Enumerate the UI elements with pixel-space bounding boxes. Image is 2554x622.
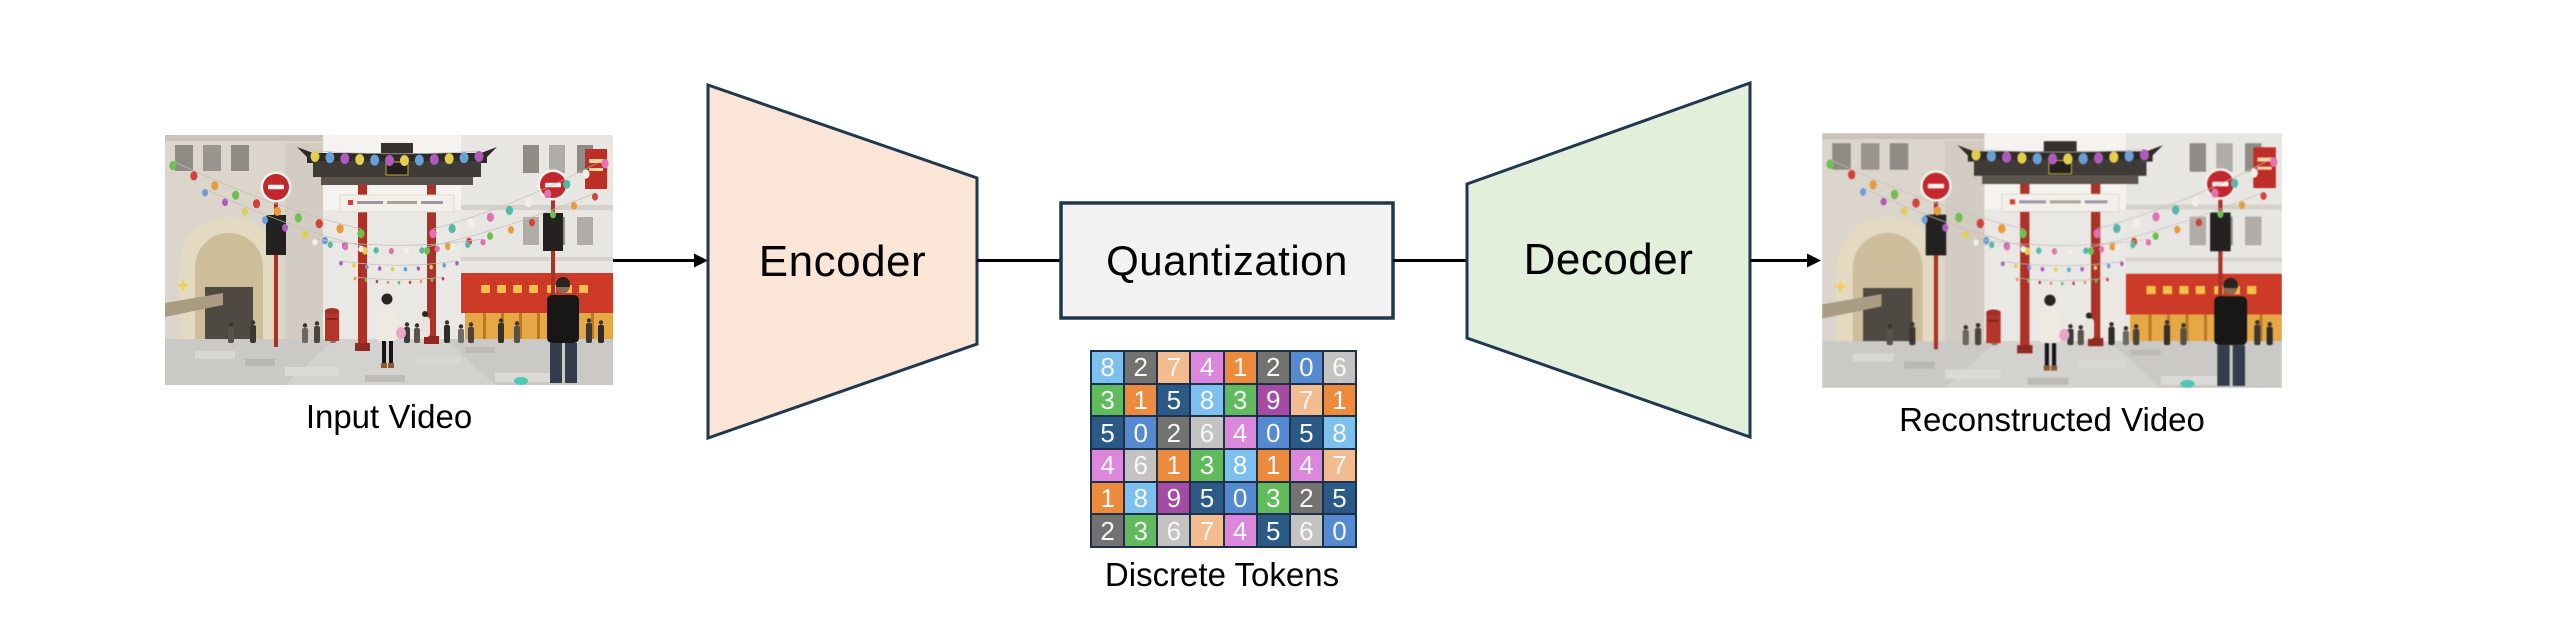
token-cell: 9	[1257, 384, 1289, 416]
token-cell: 7	[1191, 515, 1223, 546]
token-cell: 5	[1191, 482, 1223, 514]
token-cell: 2	[1290, 482, 1322, 514]
token-cell: 4	[1191, 352, 1223, 383]
token-cell: 3	[1092, 384, 1124, 416]
pedestrian-black-jacket	[2180, 277, 2248, 388]
token-cell: 9	[1158, 482, 1190, 514]
token-cell: 6	[1125, 449, 1157, 481]
token-cell: 1	[1158, 449, 1190, 481]
token-cell: 2	[1158, 417, 1190, 448]
token-cell: 3	[1191, 449, 1223, 481]
token-cell: 0	[1257, 417, 1289, 448]
decoder-shape	[1465, 80, 1752, 440]
token-cell: 6	[1158, 515, 1190, 546]
token-cell: 0	[1290, 352, 1322, 383]
token-cell: 6	[1191, 417, 1223, 448]
token-cell: 2	[1092, 515, 1124, 546]
token-cell: 8	[1323, 417, 1355, 448]
token-cell: 7	[1323, 449, 1355, 481]
input-video-thumbnail	[165, 135, 613, 385]
token-cell: 4	[1224, 515, 1256, 546]
discrete-tokens-caption: Discrete Tokens	[1104, 556, 1340, 593]
quantization-label: Quantization	[1106, 236, 1348, 284]
no-entry-sign-left	[1920, 170, 1952, 350]
token-cell: 5	[1290, 417, 1322, 448]
token-cell: 2	[1257, 352, 1289, 383]
no-entry-sign-left	[260, 171, 292, 347]
token-cell: 2	[1125, 352, 1157, 383]
lantern-strings	[1826, 148, 2278, 286]
token-cell: 0	[1125, 417, 1157, 448]
token-cell: 8	[1092, 352, 1124, 383]
token-cell: 1	[1224, 352, 1256, 383]
input-video-scene	[165, 135, 613, 385]
reconstructed-video-caption: Reconstructed Video	[1899, 401, 2205, 438]
input-video-caption: Input Video	[305, 398, 473, 435]
token-cell: 4	[1092, 449, 1124, 481]
token-cell: 6	[1290, 515, 1322, 546]
reconstructed-video-scene	[1822, 133, 2282, 388]
token-cell: 5	[1257, 515, 1289, 546]
token-cell: 0	[1224, 482, 1256, 514]
red-postbox	[1986, 309, 2001, 344]
pedestrian-white-coat	[2039, 294, 2070, 371]
lantern-strings	[169, 150, 609, 285]
token-cell: 4	[1224, 417, 1256, 448]
token-cell: 1	[1323, 384, 1355, 416]
token-cell: 1	[1092, 482, 1124, 514]
encoder-label: Encoder	[758, 236, 927, 286]
reconstructed-video-thumbnail	[1822, 133, 2282, 388]
token-cell: 1	[1257, 449, 1289, 481]
token-cell: 5	[1158, 384, 1190, 416]
token-cell: 8	[1125, 482, 1157, 514]
token-cell: 3	[1125, 515, 1157, 546]
token-cell: 1	[1125, 384, 1157, 416]
red-postbox	[325, 308, 339, 341]
token-cell: 3	[1257, 482, 1289, 514]
token-cell: 0	[1323, 515, 1355, 546]
chinatown-gate	[297, 143, 497, 351]
token-cell: 7	[1158, 352, 1190, 383]
pedestrian-white-coat	[377, 293, 406, 368]
token-cell: 5	[1092, 417, 1124, 448]
pedestrians	[1886, 312, 2273, 346]
token-cell: 8	[1224, 449, 1256, 481]
pedestrian-black-jacket	[514, 277, 579, 385]
token-cell: 5	[1323, 482, 1355, 514]
arrow-decoder-to-output-head	[1807, 253, 1821, 268]
token-cell: 7	[1290, 384, 1322, 416]
decoder-label: Decoder	[1523, 235, 1694, 284]
token-cell: 8	[1191, 384, 1223, 416]
token-cell: 6	[1323, 352, 1355, 383]
quantization-box	[1059, 201, 1395, 320]
encoder-shape	[706, 82, 979, 441]
token-cell: 4	[1290, 449, 1322, 481]
token-cell: 3	[1224, 384, 1256, 416]
pedestrians	[228, 311, 604, 343]
arrow-input-to-encoder-head	[694, 253, 708, 268]
